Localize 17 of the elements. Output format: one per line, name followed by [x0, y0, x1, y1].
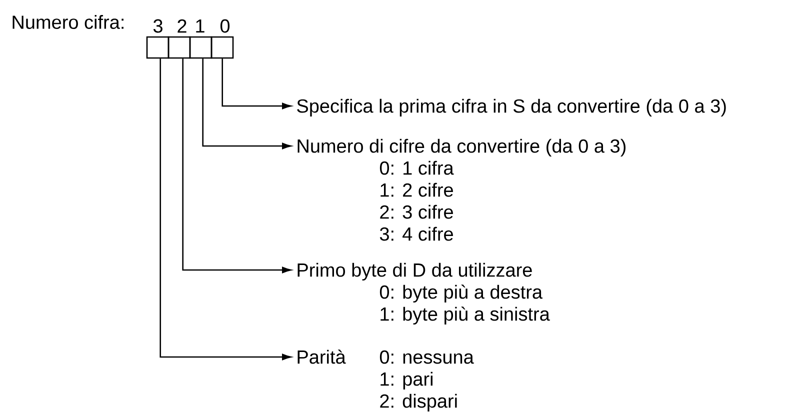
digit-cell	[168, 36, 191, 59]
digit-number: 3	[153, 19, 162, 33]
arrow	[202, 58, 292, 150]
digit-cell	[189, 36, 212, 59]
caption-label: Numero cifra:	[12, 15, 124, 29]
digit-number: 2	[178, 19, 186, 33]
description-text: Parità 0: nessuna 1: pari 2: dispari	[298, 350, 474, 412]
digit-cell	[146, 36, 170, 59]
digit-number: 1	[196, 19, 204, 33]
description-text: Numero di cifre da convertire (da 0 a 3) 0: 1 cifra 1: 2 cifre 2: 3 cifre 3: 4 cifre	[298, 138, 626, 241]
digit-cell	[210, 36, 234, 59]
description-text: Primo byte di D da utilizzare 0: byte più a destra 1: byte più a sinistra	[298, 262, 550, 325]
arrow	[160, 58, 292, 360]
digit-number: 0	[220, 19, 230, 33]
arrow	[182, 58, 292, 274]
description-text: Specifica la prima cifra in S da convertire (da 0 a 3)	[297, 98, 726, 117]
arrow	[222, 58, 292, 110]
